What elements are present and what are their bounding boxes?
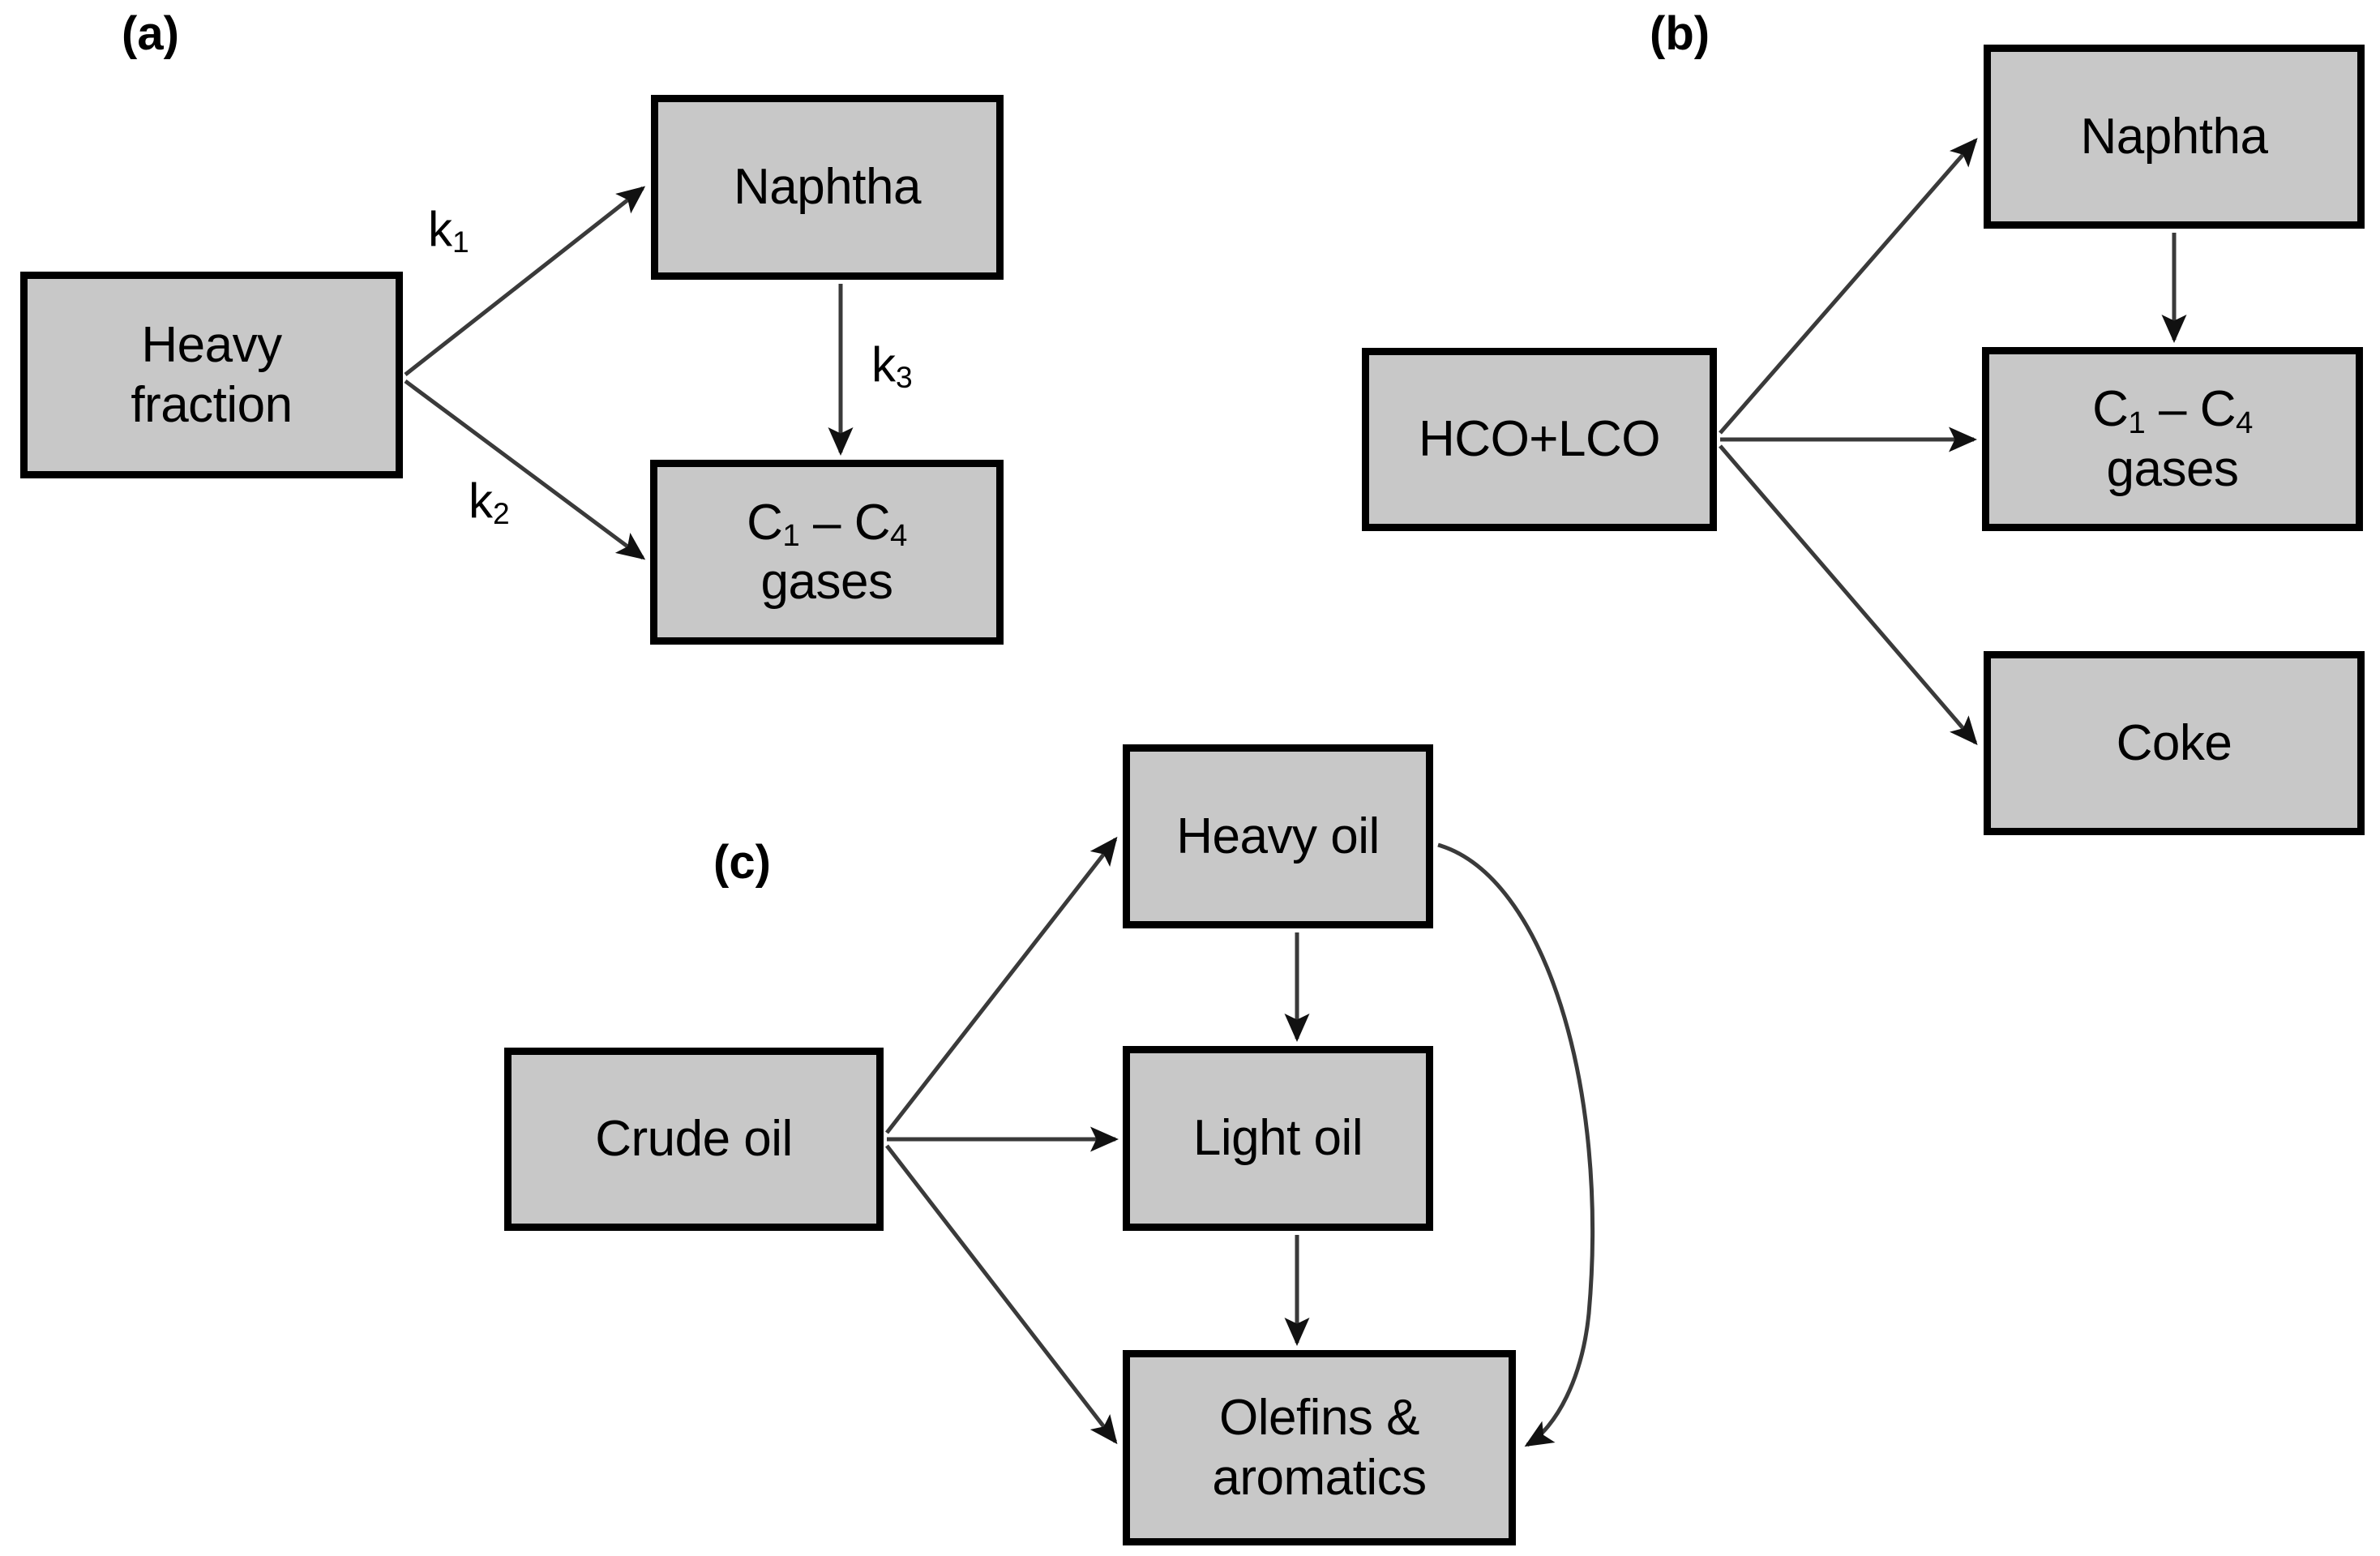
edge-crude-to-olefins [885,1144,1118,1445]
node-heavy-oil-label: Heavy oil [1176,808,1380,864]
node-coke[interactable]: Coke [1984,651,2365,835]
node-naphtha-a-label: Naphtha [734,159,921,216]
node-coke-label: Coke [2116,714,2232,771]
node-hco-lco-label: HCO+LCO [1419,411,1660,468]
node-naphtha-b[interactable]: Naphtha [1984,45,2365,229]
node-heavy-oil[interactable]: Heavy oil [1123,744,1433,928]
node-light-oil[interactable]: Light oil [1123,1046,1433,1231]
rate-label-k3: k3 [871,337,913,395]
node-olefins-aromatics-label: Olefins &aromatics [1212,1390,1427,1506]
edge-heavy-fraction-to-gases [404,379,646,560]
node-olefins-aromatics[interactable]: Olefins &aromatics [1123,1350,1516,1545]
node-hco-lco[interactable]: HCO+LCO [1362,348,1717,531]
rate-label-k2: k2 [469,474,510,531]
node-crude-oil-label: Crude oil [595,1111,793,1168]
panel-label-b: (b) [1650,7,1710,60]
edge-crude-to-heavy-oil [885,836,1118,1134]
edge-hcolco-to-coke [1719,444,1978,746]
edge-hcolco-to-naphtha [1719,137,1978,435]
panel-label-a: (a) [122,7,179,60]
node-naphtha-b-label: Naphtha [2080,108,2268,165]
node-light-oil-label: Light oil [1192,1110,1363,1167]
panel-label-c: (c) [713,836,771,889]
node-naphtha-a[interactable]: Naphtha [651,95,1004,280]
node-crude-oil[interactable]: Crude oil [504,1048,884,1231]
rate-label-k1: k1 [428,202,469,259]
